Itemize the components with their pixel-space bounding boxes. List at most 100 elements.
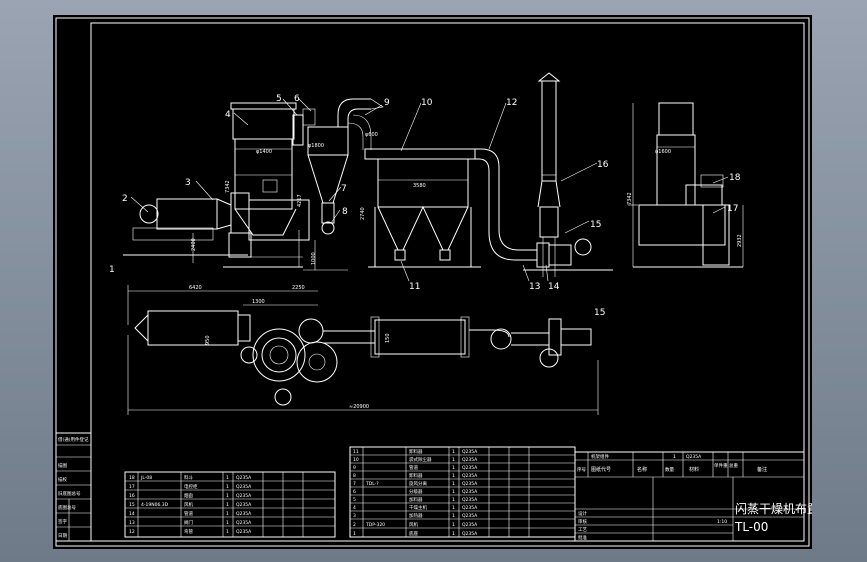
table-cell: 1 xyxy=(226,529,229,535)
callout-7: 7 xyxy=(341,184,347,194)
table-cell: 袋式除尘器 xyxy=(409,456,432,463)
table-cell: 风机 xyxy=(409,521,418,528)
table-cell: 4 xyxy=(353,505,356,511)
table-cell: 1 xyxy=(226,520,229,526)
chimney xyxy=(537,72,561,277)
tb-hdr-name: 名称 xyxy=(637,466,647,473)
table-cell: 底座 xyxy=(409,530,418,537)
table-cell: 烟囱 xyxy=(184,492,193,499)
callout-leaders xyxy=(130,98,729,282)
tb-row-top: 机架组件 xyxy=(591,453,609,460)
dim-w3580: 3580 xyxy=(413,183,426,189)
callout-8: 8 xyxy=(342,207,348,217)
exhaust-duct xyxy=(465,148,613,271)
drawing-scale: 1:10 xyxy=(717,519,727,525)
tb-hdr-seq: 序号 xyxy=(577,466,586,473)
table-cell: 1 xyxy=(452,465,455,471)
table-cell: 风机 xyxy=(184,501,193,508)
table-cell: 管道 xyxy=(409,464,418,471)
table-cell: 1 xyxy=(452,473,455,479)
table-cell: 旋风分离 xyxy=(409,480,427,487)
table-cell: Q235A xyxy=(462,449,478,455)
table-cell: 2 xyxy=(353,522,356,528)
callout-9: 9 xyxy=(384,98,390,108)
table-cell: 10 xyxy=(353,457,359,463)
table-cell: 15 xyxy=(129,502,135,508)
table-cell: Q235A xyxy=(236,502,252,508)
table-cell: Q235A xyxy=(462,531,478,537)
plan-label: 15 xyxy=(594,308,605,318)
table-cell: 11 xyxy=(353,449,359,455)
dim-w6420: 6420 xyxy=(189,285,202,291)
callout-10: 10 xyxy=(421,98,433,108)
table-cell: 1 xyxy=(452,513,455,519)
drawing-title: 闪蒸干燥机布置图 xyxy=(735,502,812,516)
callout-13: 13 xyxy=(529,282,540,292)
tb-hdr-qty: 数量 xyxy=(665,466,674,473)
tb-row-top-mat: Q235A xyxy=(686,454,702,460)
parts-table-left xyxy=(124,471,336,538)
dim-d1800: φ1800 xyxy=(308,143,324,149)
table-cell: 1 xyxy=(452,531,455,537)
table-cell: TDP-320 xyxy=(365,522,385,528)
tb-hdr-remark: 备注 xyxy=(757,466,767,473)
side-l3: 描校 xyxy=(58,476,67,483)
plan-view xyxy=(127,285,599,415)
table-cell: Q235A xyxy=(462,497,478,503)
title-block-text: 机架组件 1 Q235A 序号 图纸代号 名称 数量 材料 单件重 总重 备注 … xyxy=(577,453,812,541)
table-cell: 卸料器 xyxy=(409,472,423,479)
table-cell: Q235A xyxy=(462,513,478,519)
side-l2: 描图 xyxy=(58,462,67,469)
dim-h2740: 2740 xyxy=(360,207,366,220)
table-cell: 3 xyxy=(353,513,356,519)
table-cell: 阀门 xyxy=(184,519,193,526)
callout-6: 6 xyxy=(294,94,300,104)
table-cell: Q235A xyxy=(462,481,478,487)
table-cell: 1 xyxy=(452,497,455,503)
table-cell: 干燥主机 xyxy=(409,504,427,511)
table-cell: 电控柜 xyxy=(184,483,198,490)
table-cell: Q235A xyxy=(462,457,478,463)
dim-d950: 950 xyxy=(205,335,211,345)
cyclone-assembly xyxy=(292,98,384,271)
parts-left-text: 18 JL-08 料斗 1 Q235A 17 电控柜 1 Q235A 16 烟囱… xyxy=(129,474,252,535)
table-cell: 管道 xyxy=(184,510,193,517)
table-cell: Q235A xyxy=(236,493,252,499)
table-cell: 18 xyxy=(129,475,135,481)
dim-w20900: ≈20900 xyxy=(349,404,369,410)
table-cell: 14 xyxy=(129,511,135,517)
table-cell: 1 xyxy=(226,502,229,508)
table-cell: 1 xyxy=(226,484,229,490)
side-l5: 底图总号 xyxy=(58,504,76,511)
cad-drawing: 1 2 3 4 5 6 7 8 9 10 11 12 13 14 15 16 1… xyxy=(55,17,812,547)
table-cell: 1 xyxy=(452,489,455,495)
table-cell: 16 xyxy=(129,493,135,499)
table-cell: 6 xyxy=(353,489,356,495)
table-cell: 1 xyxy=(226,475,229,481)
title-block xyxy=(574,451,805,542)
table-cell: 5 xyxy=(353,497,356,503)
drawing-sheet: 1 2 3 4 5 6 7 8 9 10 11 12 13 14 15 16 1… xyxy=(53,15,812,549)
table-cell: 17 xyxy=(129,484,135,490)
table-cell: Q235A xyxy=(236,475,252,481)
table-cell: Q235A xyxy=(236,511,252,517)
callout-17: 17 xyxy=(727,204,738,214)
table-cell: 1 xyxy=(353,531,356,537)
bag-filter xyxy=(364,148,481,268)
dim-h4217: 4217 xyxy=(297,194,303,207)
table-cell: Q235A xyxy=(236,520,252,526)
dim-h2932: 2932 xyxy=(737,234,743,247)
tb-hdr-total: 总重 xyxy=(729,462,738,469)
tb-process: 工艺 xyxy=(578,527,587,533)
dim-d1400: φ1400 xyxy=(256,149,272,155)
side-block xyxy=(55,432,92,542)
tb-hdr-code: 图纸代号 xyxy=(591,466,611,473)
table-cell: Q235A xyxy=(462,465,478,471)
callout-16: 16 xyxy=(597,160,609,170)
table-cell: Q235A xyxy=(462,505,478,511)
callout-14: 14 xyxy=(548,282,560,292)
table-cell: 13 xyxy=(129,520,135,526)
drawing-number: TL-00 xyxy=(734,520,768,534)
dryer-tower xyxy=(223,102,310,268)
dim-d600: φ600 xyxy=(365,132,378,138)
